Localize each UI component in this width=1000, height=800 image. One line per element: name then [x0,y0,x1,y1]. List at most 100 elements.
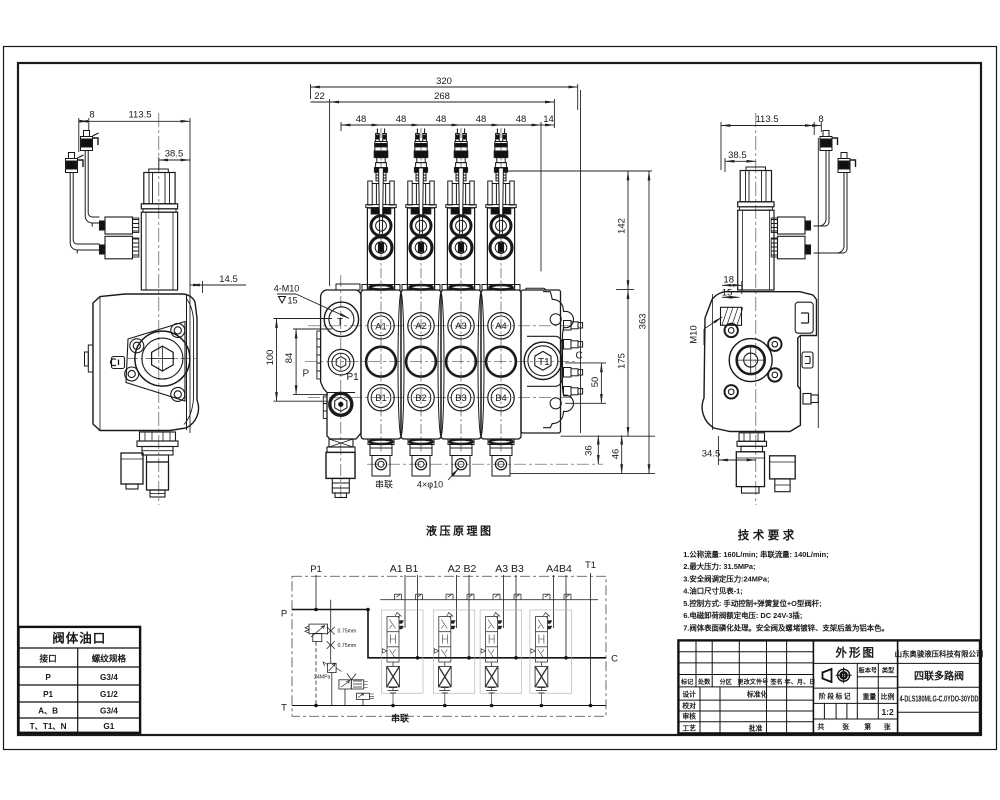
svg-text:6.电磁卸荷阀额定电压: DC 24V-3插;: 6.电磁卸荷阀额定电压: DC 24V-3插; [683,611,802,620]
svg-text:工艺: 工艺 [682,724,696,733]
svg-text:14: 14 [543,114,554,125]
svg-text:外形图: 外形图 [835,646,877,660]
svg-text:142: 142 [617,218,628,234]
svg-text:张: 张 [884,722,891,731]
svg-text:P: P [281,609,287,620]
svg-text:螺纹规格: 螺纹规格 [92,653,127,664]
svg-text:3.安全阀调定压力:24MPa;: 3.安全阀调定压力:24MPa; [683,574,769,583]
svg-text:M10: M10 [688,325,699,343]
svg-text:36: 36 [584,445,595,456]
svg-text:1.公称流量: 160L/min; 串联流量: 140L/m: 1.公称流量: 160L/min; 串联流量: 140L/min; [683,550,828,559]
svg-text:48: 48 [436,114,447,125]
svg-text:113.5: 113.5 [128,110,151,121]
svg-text:38.5: 38.5 [165,149,184,160]
svg-text:18: 18 [723,275,734,286]
svg-text:4×φ10: 4×φ10 [417,480,443,490]
svg-text:批准: 批准 [749,724,763,733]
svg-text:7.阀体表面磷化处理。安全阀及螺堵镀锌、支架后盖为铝本色。: 7.阀体表面磷化处理。安全阀及螺堵镀锌、支架后盖为铝本色。 [683,623,889,632]
svg-text:2.最大压力: 31.5MPa;: 2.最大压力: 31.5MPa; [683,562,755,571]
svg-text:0.75mm: 0.75mm [338,643,357,649]
svg-text:84: 84 [284,353,295,364]
svg-text:A3: A3 [455,320,466,331]
svg-text:48: 48 [356,114,367,125]
svg-text:P1: P1 [347,372,360,383]
svg-text:T: T [281,703,287,714]
svg-text:C: C [611,654,618,665]
svg-text:版本号: 版本号 [858,667,878,675]
svg-text:A、B: A、B [38,707,58,716]
svg-text:22: 22 [314,91,325,102]
svg-text:268: 268 [434,91,450,102]
svg-text:50: 50 [590,377,601,388]
svg-text:张: 张 [842,722,849,731]
svg-text:4-M10: 4-M10 [274,284,300,294]
svg-text:34.5: 34.5 [702,449,721,460]
svg-text:24MPa: 24MPa [314,675,331,681]
svg-text:A4: A4 [495,320,506,331]
svg-text:接口: 接口 [39,653,56,664]
svg-text:类型: 类型 [882,667,895,675]
svg-text:46: 46 [610,449,621,460]
svg-text:P: P [303,369,310,380]
svg-text:串联: 串联 [375,480,393,490]
svg-text:年、月、日: 年、月、日 [785,678,816,686]
svg-text:阀体油口: 阀体油口 [52,631,106,646]
svg-text:T1: T1 [585,560,596,571]
svg-text:38.5: 38.5 [728,150,747,161]
svg-text:5.控制方式: 手动控制+弹簧复位+O型阀杆;: 5.控制方式: 手动控制+弹簧复位+O型阀杆; [683,599,821,608]
svg-text:T1: T1 [538,357,550,368]
svg-text:A1: A1 [375,320,386,331]
svg-text:A4B4: A4B4 [546,563,572,575]
svg-text:G3/4: G3/4 [100,673,118,682]
svg-text:A3 B3: A3 B3 [495,563,524,575]
svg-text:串联: 串联 [391,713,410,724]
svg-text:B2: B2 [415,392,426,403]
svg-text:G3/4: G3/4 [100,707,118,716]
svg-text:重量: 重量 [863,692,877,701]
svg-text:48: 48 [396,114,407,125]
svg-text:P1: P1 [43,690,53,699]
svg-text:363: 363 [638,313,649,329]
svg-text:48: 48 [476,114,487,125]
svg-text:A1 B1: A1 B1 [390,563,419,575]
svg-text:四联多路阀: 四联多路阀 [914,670,964,683]
svg-text:100: 100 [265,350,276,366]
svg-text:P: P [45,673,51,682]
svg-text:标记: 标记 [680,678,694,686]
svg-text:第: 第 [864,722,871,731]
svg-text:A2 B2: A2 B2 [448,563,477,575]
svg-text:B3: B3 [455,392,466,403]
svg-text:B4: B4 [495,392,506,403]
svg-text:48: 48 [516,114,527,125]
svg-text:阶段标记: 阶段标记 [819,692,852,701]
svg-text:设计: 设计 [682,690,696,699]
svg-text:校对: 校对 [682,701,696,710]
svg-text:分区: 分区 [720,678,733,686]
svg-text:B1: B1 [375,392,386,403]
svg-text:标准化: 标准化 [746,690,768,699]
svg-text:4-DLS180MLG-C.0YDO-30YDD: 4-DLS180MLG-C.0YDO-30YDD [900,693,979,703]
svg-text:签名: 签名 [769,678,782,686]
svg-text:113.5: 113.5 [755,114,778,125]
svg-text:0.75mm: 0.75mm [338,629,357,635]
svg-text:8: 8 [89,110,94,121]
svg-text:15: 15 [287,296,297,306]
svg-text:处数: 处数 [697,678,711,686]
svg-text:1:2: 1:2 [881,707,894,717]
svg-text:C: C [576,351,583,362]
svg-text:山东奥骏液压科技有限公司: 山东奥骏液压科技有限公司 [895,650,984,659]
svg-text:更改文件号: 更改文件号 [737,678,768,686]
svg-text:液压原理图: 液压原理图 [426,524,494,538]
svg-text:共: 共 [818,722,825,731]
svg-text:14.5: 14.5 [219,274,238,285]
svg-text:15: 15 [722,288,733,299]
svg-text:4.油口尺寸见表-1;: 4.油口尺寸见表-1; [683,587,743,596]
svg-text:175: 175 [617,353,628,369]
svg-text:8: 8 [818,114,823,125]
svg-text:A2: A2 [415,320,426,331]
svg-text:T: T [337,317,343,328]
svg-text:T、T1、N: T、T1、N [30,722,67,731]
svg-text:320: 320 [436,76,452,87]
svg-text:P1: P1 [310,564,322,575]
svg-text:技术要求: 技术要求 [738,528,798,542]
